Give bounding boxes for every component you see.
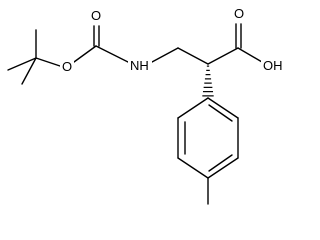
bond-acid-carbon-to-hydroxyl [237,47,263,63]
ester-oxygen-label: O [62,59,72,74]
ring-bond-6 [177,97,209,119]
hydroxyl-label: OH [263,58,283,73]
bond-ester-oxygen-to-carbonyl-carbon [73,45,97,63]
stereo-hashed-wedge-bond [202,65,214,97]
bond-tbu-quaternary-to-left-methyl [7,57,37,71]
ring-bond-1 [207,97,239,119]
ring-bond-4 [177,157,209,179]
ring-bond-3 [207,157,239,179]
acid-carbonyl-oxygen-label: O [234,6,244,21]
bond-carbonyl-carbon-to-amine [95,45,129,63]
bond-chiral-carbon-to-acid-carbon [207,47,239,65]
carbamate-carbonyl-oxygen-label: O [91,8,101,23]
ring-inner-double-1 [208,104,233,122]
bond-amine-to-methylene [151,47,179,63]
p-tolyl-ring [177,97,239,205]
tert-butyl-group [7,29,61,85]
bond-tbu-quaternary-to-lower-methyl [21,57,37,85]
amine-label: NH [130,58,149,73]
carbamate-group [73,25,179,63]
chemical-structure: O O NH O OH [7,6,287,205]
bond-tbu-to-ester-oxygen [35,57,61,67]
backbone [177,23,263,65]
atom-labels: O O NH O OH [60,6,287,74]
ring-inner-double-2 [208,154,233,172]
bond-methylene-to-chiral-carbon [177,47,209,65]
